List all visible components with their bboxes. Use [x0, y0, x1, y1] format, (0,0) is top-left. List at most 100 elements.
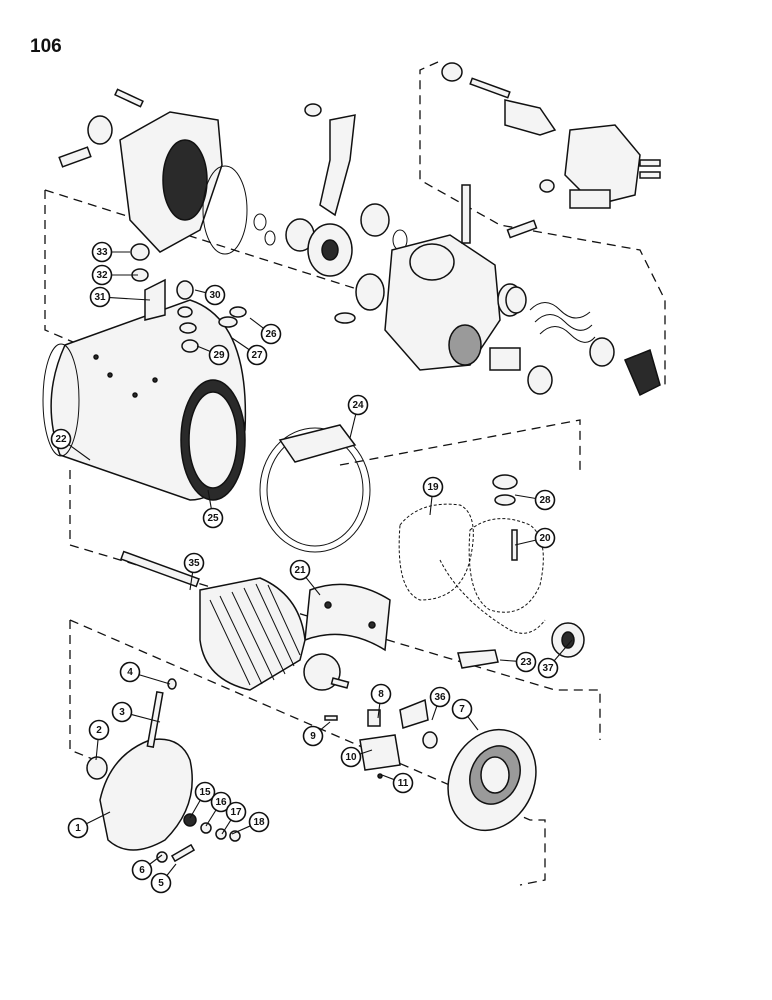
callout-circle-29 — [208, 344, 230, 366]
callout-leader-5 — [166, 863, 177, 876]
callout-27: 27 — [231, 337, 268, 366]
callout-leader-7 — [467, 716, 479, 731]
callout-circle-37 — [537, 657, 559, 679]
callout-leader-31 — [109, 297, 151, 301]
callout-number: 2 — [96, 725, 102, 736]
callout-16: 16 — [205, 791, 232, 827]
callout-circle-28 — [534, 489, 556, 511]
brush-holders — [324, 698, 438, 779]
callouts-layer: 1234567891011151617181920212223242526272… — [50, 241, 573, 894]
callout-9: 9 — [302, 721, 331, 747]
callout-circle-5 — [150, 872, 172, 894]
callout-number: 27 — [251, 350, 263, 361]
callout-number: 37 — [542, 663, 554, 674]
callout-circle-11 — [392, 772, 414, 794]
callout-leader-3 — [131, 714, 161, 723]
callout-leader-30 — [194, 289, 206, 294]
callout-circle-19 — [422, 476, 444, 498]
callout-6: 6 — [131, 854, 163, 881]
callout-leader-35 — [189, 572, 194, 591]
callout-leader-37 — [554, 639, 573, 661]
callout-37: 37 — [537, 639, 573, 679]
callout-number: 32 — [96, 270, 108, 281]
drive-gear-parts — [253, 103, 408, 311]
callout-leader-22 — [68, 444, 91, 461]
field-coils — [398, 474, 585, 669]
callout-number: 5 — [158, 878, 164, 889]
callout-leader-9 — [320, 721, 331, 731]
callout-leader-17 — [221, 820, 232, 835]
callout-number: 35 — [188, 558, 200, 569]
callout-7: 7 — [451, 698, 479, 731]
plunger-return-parts — [334, 286, 661, 397]
callout-circle-35 — [183, 552, 205, 574]
callout-leader-21 — [305, 577, 321, 596]
callout-circle-18 — [248, 811, 270, 833]
callout-19: 19 — [422, 476, 444, 516]
callout-number: 4 — [127, 667, 133, 678]
callout-circle-7 — [451, 698, 473, 720]
callout-circle-3 — [111, 701, 133, 723]
callout-circle-23 — [515, 651, 537, 673]
callout-23: 23 — [499, 651, 537, 673]
callout-circle-36 — [429, 686, 451, 708]
callout-number: 25 — [207, 513, 219, 524]
callout-number: 8 — [378, 689, 384, 700]
callout-circle-22 — [50, 428, 72, 450]
end-plate — [86, 678, 241, 863]
callout-17: 17 — [221, 801, 247, 835]
callout-circle-8 — [370, 683, 392, 705]
callout-20: 20 — [514, 527, 556, 549]
callout-leader-26 — [249, 317, 264, 329]
commutator-end-frame — [447, 728, 537, 832]
callout-number: 29 — [213, 350, 225, 361]
field-frame — [42, 299, 247, 501]
callout-31: 31 — [89, 286, 151, 308]
callout-leader-27 — [231, 337, 250, 350]
callout-number: 20 — [539, 533, 551, 544]
callout-circle-27 — [246, 344, 268, 366]
callout-21: 21 — [289, 559, 321, 596]
callout-number: 16 — [215, 797, 227, 808]
callout-32: 32 — [91, 264, 138, 286]
callout-36: 36 — [429, 686, 451, 721]
callout-number: 21 — [294, 565, 306, 576]
page-number: 106 — [30, 36, 62, 57]
callout-leader-18 — [231, 825, 251, 835]
callout-number: 18 — [253, 817, 265, 828]
callout-leader-1 — [86, 811, 111, 825]
callout-circle-32 — [91, 264, 113, 286]
callout-number: 22 — [55, 434, 67, 445]
callout-number: 17 — [230, 807, 242, 818]
callout-circle-20 — [534, 527, 556, 549]
callout-leader-16 — [205, 810, 217, 827]
callout-circle-6 — [131, 859, 153, 881]
callout-number: 33 — [96, 247, 108, 258]
callout-leader-8 — [377, 703, 381, 719]
callout-22: 22 — [50, 428, 91, 461]
callout-number: 19 — [427, 482, 439, 493]
callout-number: 6 — [139, 865, 145, 876]
callout-leader-19 — [429, 496, 433, 516]
callout-leader-10 — [360, 749, 373, 755]
terminal-stack — [130, 243, 247, 353]
callout-circle-15 — [194, 781, 216, 803]
callout-leader-36 — [431, 706, 438, 721]
callout-circle-26 — [260, 323, 282, 345]
callout-circle-2 — [88, 719, 110, 741]
callout-leader-28 — [514, 494, 536, 499]
callout-11: 11 — [381, 772, 414, 794]
callout-number: 3 — [119, 707, 125, 718]
callout-18: 18 — [231, 811, 270, 835]
center-frame-housing — [384, 184, 538, 371]
callout-5: 5 — [150, 863, 177, 894]
callout-circle-17 — [225, 801, 247, 823]
callout-circle-24 — [347, 394, 369, 416]
callout-24: 24 — [347, 394, 369, 439]
callout-number: 11 — [398, 778, 409, 789]
callout-number: 23 — [520, 657, 532, 668]
callout-circle-21 — [289, 559, 311, 581]
callout-3: 3 — [111, 701, 161, 723]
callout-circle-9 — [302, 725, 324, 747]
